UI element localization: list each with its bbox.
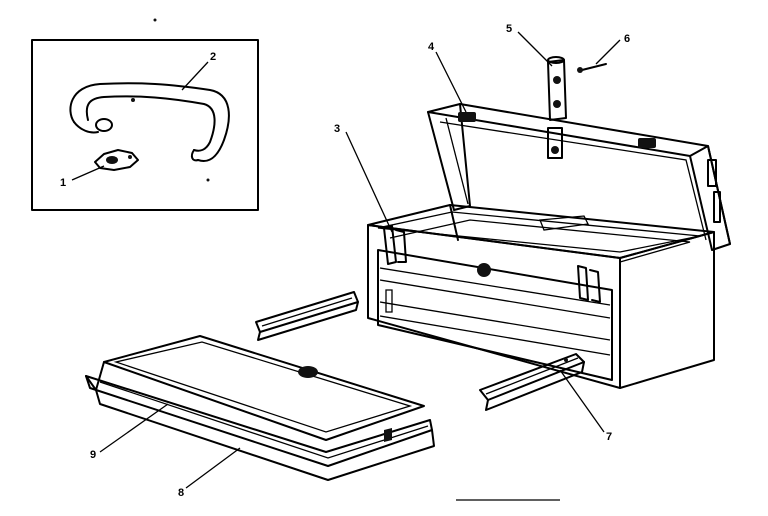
callout-5: 5 (506, 23, 512, 35)
handle-part (69, 82, 230, 162)
callout-3: 3 (334, 123, 340, 135)
callout-4: 4 (428, 41, 435, 53)
rivet-part (577, 63, 607, 73)
lid-latch-right (638, 138, 656, 148)
toolbox-right-side (619, 231, 715, 389)
callout-1: 1 (60, 177, 66, 189)
callout-7: 7 (606, 431, 612, 443)
toolbox-top-rim (367, 204, 715, 259)
drawer-part (85, 335, 435, 481)
lock-knob (477, 263, 491, 277)
hasp-part (547, 56, 567, 121)
stray-dot (153, 18, 157, 22)
toolbox-lid (427, 103, 731, 251)
inset-frame (31, 39, 259, 211)
leader-lines (71, 31, 621, 489)
callout-6: 6 (624, 33, 630, 45)
callout-2: 2 (210, 51, 216, 63)
stray-dot (206, 178, 210, 182)
lid-latch-left (458, 112, 476, 122)
left-front-bracket (383, 225, 407, 265)
right-front-bracket (577, 265, 601, 303)
drawer-latch (298, 366, 318, 378)
callout-8: 8 (178, 487, 184, 499)
callout-9: 9 (90, 449, 96, 461)
toolbox-body (367, 204, 715, 389)
left-drawer-slide (255, 291, 359, 341)
handle-bracket-part (94, 149, 139, 171)
handle-inset (31, 39, 259, 211)
hasp-on-lid (547, 127, 563, 159)
drawer-tray (103, 335, 425, 441)
right-drawer-slide (479, 353, 585, 411)
drawer-opening (377, 249, 613, 381)
